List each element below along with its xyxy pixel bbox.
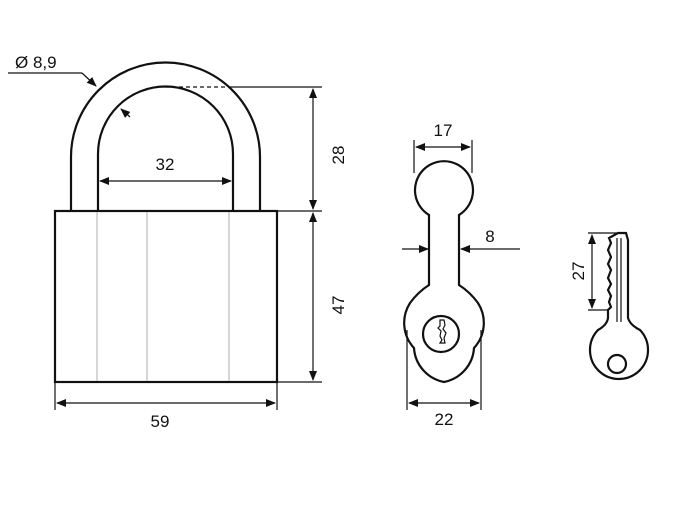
escutcheon: 17 8 22: [402, 121, 520, 429]
key: 27: [569, 231, 650, 381]
padlock-dimensions: Ø 8,9 32 28 47 59: [8, 53, 348, 431]
dim-escutcheon-bottom-width: 22: [435, 410, 454, 429]
dim-escutcheon-neck-width: 8: [485, 227, 494, 246]
diameter-arrow: [120, 108, 131, 118]
keyhole-circle: [421, 314, 461, 354]
shackle-inner: [96, 85, 235, 211]
dim-body-width: 59: [151, 412, 170, 431]
keyhole-slot-icon: [437, 319, 447, 344]
dim-shackle-inner-width: 32: [156, 155, 175, 174]
escutcheon-outline: [403, 160, 485, 384]
dim-body-height: 47: [329, 296, 348, 315]
dim-escutcheon-top-width: 17: [434, 121, 453, 140]
shackle-outer: [69, 61, 262, 211]
key-hole: [606, 353, 628, 375]
padlock-body: [53, 209, 279, 384]
key-outline: [588, 231, 650, 381]
dim-key-blade-length: 27: [569, 262, 588, 281]
padlock: [53, 61, 279, 384]
diameter-arrow: [81, 72, 97, 87]
dim-shackle-diameter: Ø 8,9: [15, 53, 57, 72]
dim-shackle-height: 28: [329, 146, 348, 165]
